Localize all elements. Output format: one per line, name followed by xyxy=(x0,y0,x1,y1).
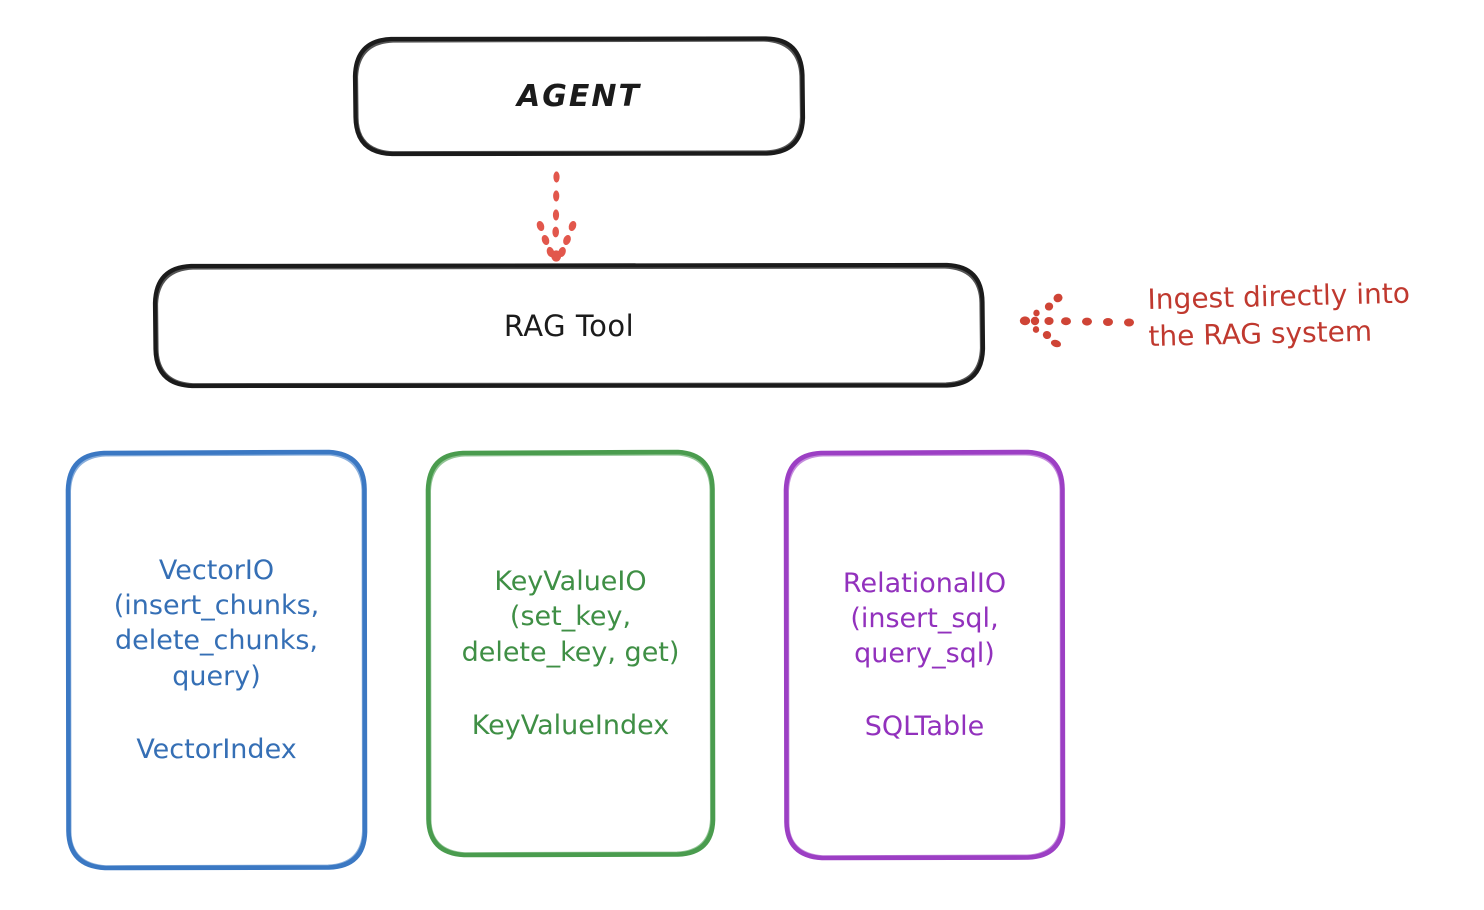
rag-tool-node[interactable]: RAG Tool xyxy=(155,265,983,386)
ingest-edge xyxy=(1019,293,1134,348)
agent-node[interactable]: AGENT xyxy=(355,38,803,154)
relational-io-box-outline xyxy=(783,449,1066,861)
agent-to-rag-edge xyxy=(536,171,577,262)
relational-io-node[interactable]: RelationalIO (insert_sql, query_sql) SQL… xyxy=(786,452,1063,858)
agent-node-label: AGENT xyxy=(517,78,641,114)
vector-io-api-label: VectorIO (insert_chunks, delete_chunks, … xyxy=(113,555,320,692)
vector-io-box-outline xyxy=(65,449,368,871)
key-value-io-index-label: KeyValueIndex xyxy=(471,709,670,741)
vector-io-index-label: VectorIndex xyxy=(136,733,297,765)
key-value-io-box-outline xyxy=(425,449,716,858)
rag-tool-box-outline xyxy=(152,262,986,389)
relational-io-index-label: SQLTable xyxy=(864,711,985,743)
agent-box-outline xyxy=(352,36,806,157)
vector-io-node[interactable]: VectorIO (insert_chunks, delete_chunks, … xyxy=(68,452,365,868)
rag-tool-node-label: RAG Tool xyxy=(503,308,635,343)
ingest-annotation-text: Ingest directly into the RAG system xyxy=(1147,276,1411,353)
key-value-io-node[interactable]: KeyValueIO (set_key, delete_key, get) Ke… xyxy=(428,452,713,855)
key-value-io-api-label: KeyValueIO (set_key, delete_key, get) xyxy=(461,566,680,668)
relational-io-api-label: RelationalIO (insert_sql, query_sql) xyxy=(842,567,1007,669)
